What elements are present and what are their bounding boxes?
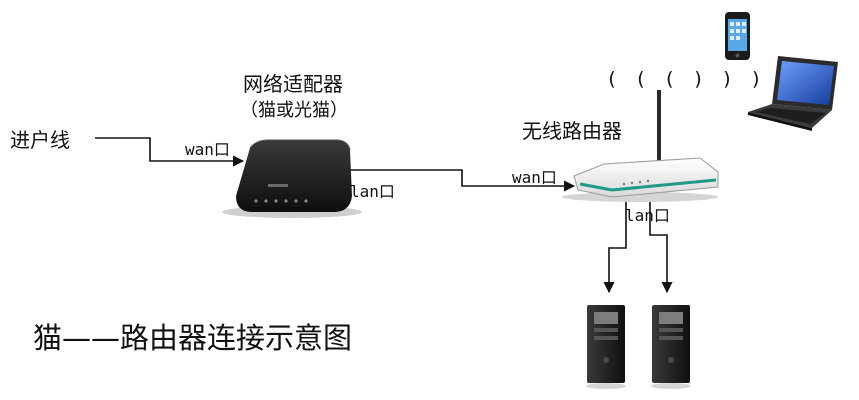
desktop-tower-icon: [651, 305, 691, 389]
modem-icon: [222, 139, 362, 218]
laptop-icon: [748, 56, 838, 131]
router-to-pc-left-wire: [603, 198, 627, 294]
diagram-title: 猫——路由器连接示意图: [33, 321, 353, 355]
modem-subtitle: （猫或光猫）: [240, 100, 348, 121]
modem-wan-port-label: wan口: [185, 140, 230, 159]
router-wan-port-label: wan口: [512, 168, 557, 187]
router-title: 无线路由器: [522, 119, 622, 143]
wireless-router-icon: [562, 90, 719, 202]
modem-title: 网络适配器: [243, 72, 343, 96]
incoming-line-label: 进户线: [10, 128, 70, 152]
incoming-line-wire: [95, 137, 245, 167]
modem-to-router-wire: [342, 169, 576, 192]
smartphone-icon: [725, 12, 750, 60]
wifi-signal-waves: ( ( ( ) ) ): [606, 68, 765, 90]
router-to-pc-right-wire: [649, 198, 673, 294]
router-lan-port-label: lan口: [625, 206, 670, 225]
modem-lan-port-label: lan口: [350, 182, 395, 201]
desktop-tower-icon: [586, 305, 626, 389]
